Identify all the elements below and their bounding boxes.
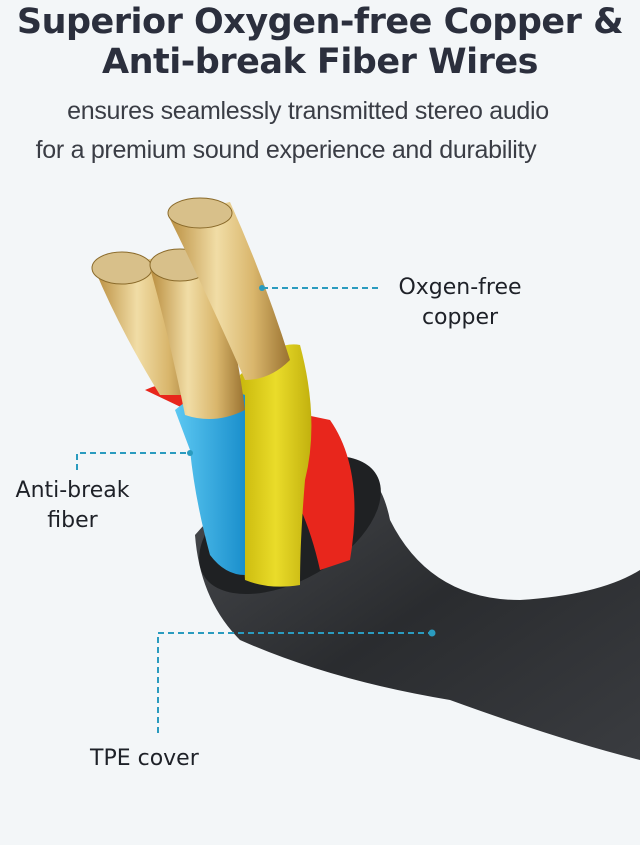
callout-copper: Oxgen-free copper: [385, 273, 535, 333]
heading-line-1: Superior Oxygen-free Copper &: [16, 2, 624, 42]
subheading-line-2: for a premium sound experience and durab…: [35, 136, 537, 164]
callout-fiber: Anti-break fiber: [0, 476, 145, 536]
callout-cover: TPE cover: [90, 744, 220, 774]
subheading-line-1: ensures seamlessly transmitted stereo au…: [67, 97, 549, 125]
heading-line-2: Anti-break Fiber Wires: [102, 42, 538, 82]
callout-copper-line-1: Oxgen-free: [398, 275, 522, 300]
callout-fiber-line-2: fiber: [47, 508, 98, 533]
callout-fiber-line-1: Anti-break: [15, 478, 130, 503]
callout-cover-line-1: TPE cover: [90, 746, 199, 771]
callout-copper-line-2: copper: [421, 305, 499, 330]
